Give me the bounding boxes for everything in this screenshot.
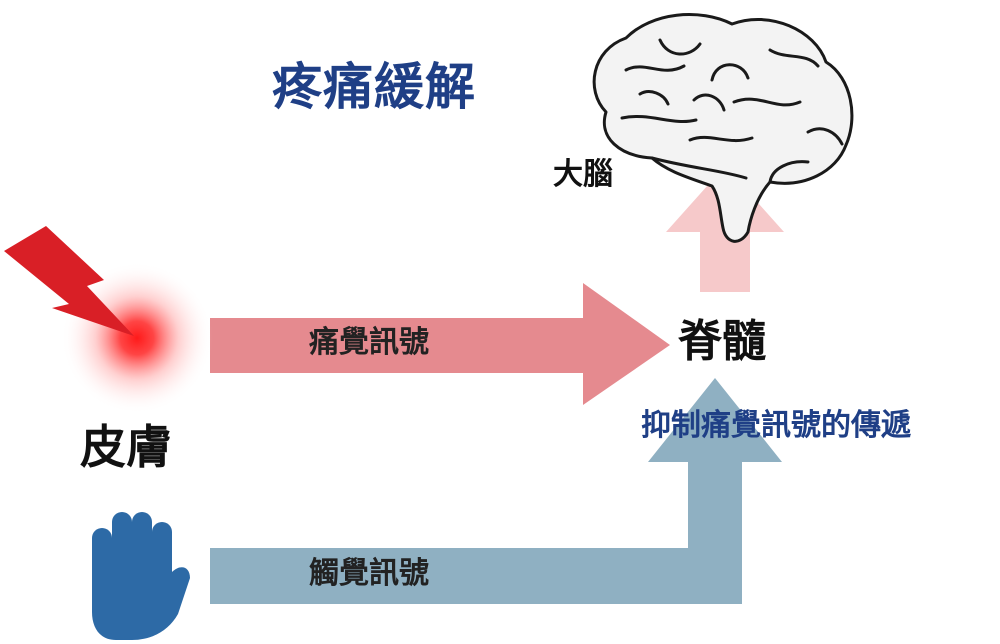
touch-signal-arrow: [210, 378, 782, 604]
spinal-cord-label: 脊髓: [678, 316, 766, 367]
brain-label: 大腦: [553, 157, 613, 192]
pain-signal-label: 痛覺訊號: [309, 325, 429, 360]
lightning-bolt-icon: [4, 226, 134, 336]
touch-signal-label: 觸覺訊號: [309, 556, 429, 591]
page-title: 疼痛緩解: [272, 58, 476, 116]
inhibition-label: 抑制痛覺訊號的傳遞: [641, 408, 911, 443]
pain-signal-arrow: [210, 283, 670, 405]
brain-icon: [592, 13, 854, 243]
skin-label: 皮膚: [80, 420, 172, 474]
hand-icon: [92, 512, 190, 640]
